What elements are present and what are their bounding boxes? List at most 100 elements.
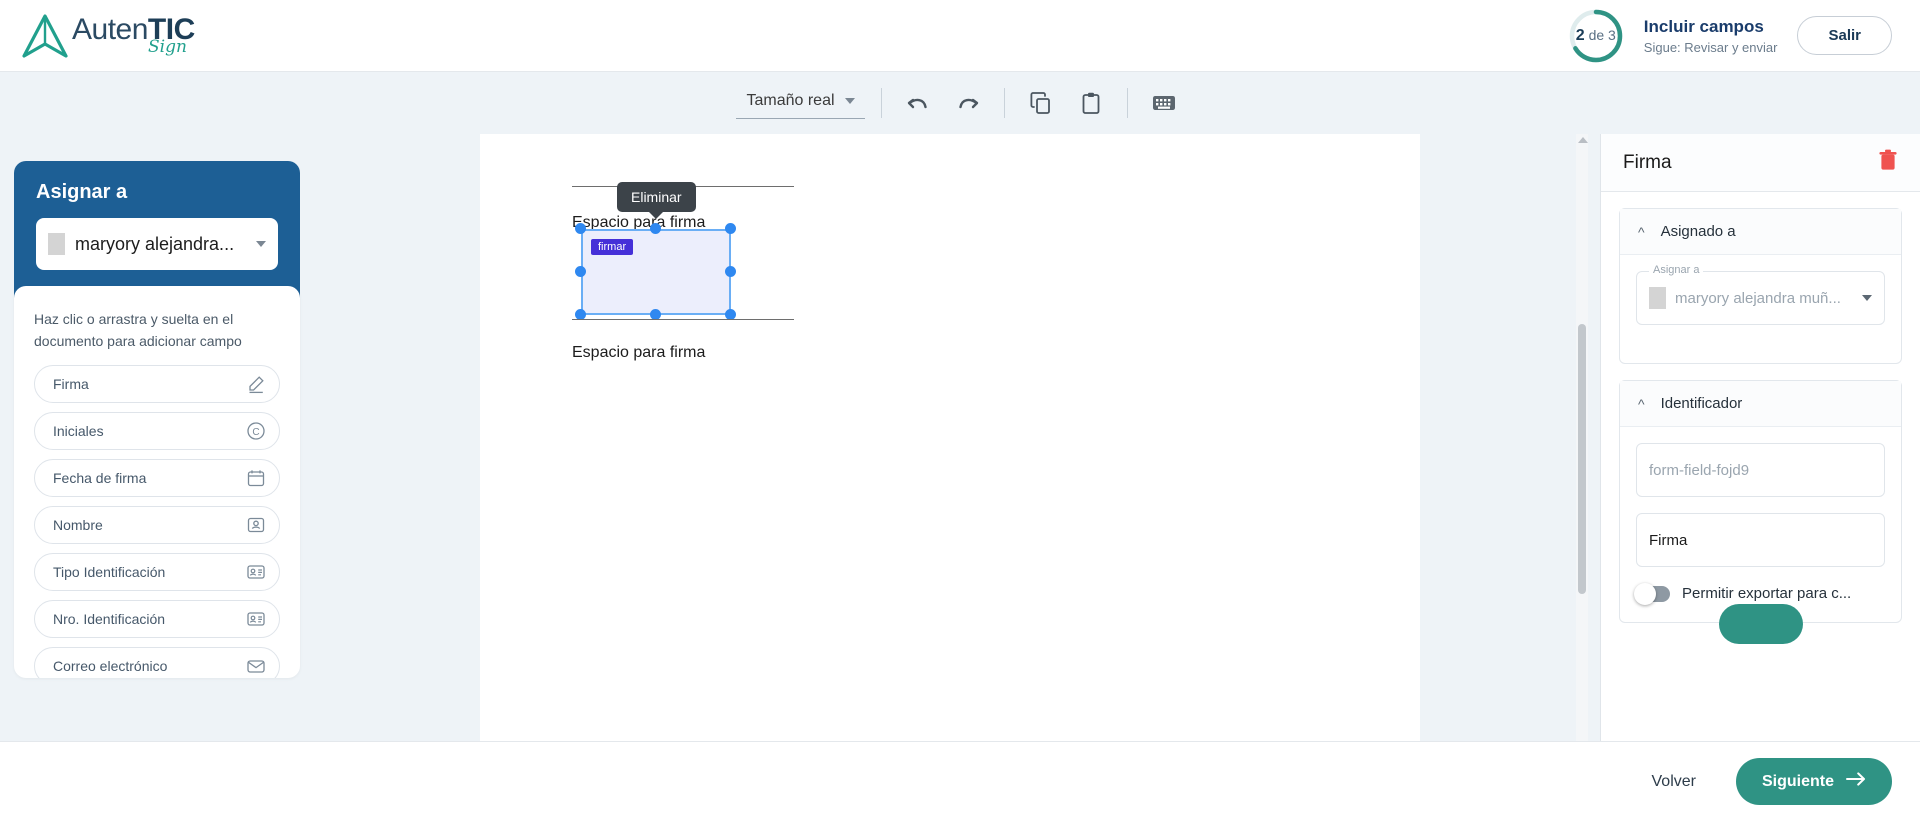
section-identificador-header[interactable]: ^ Identificador (1620, 381, 1901, 427)
pen-icon (245, 373, 267, 395)
canvas-scrollbar-thumb[interactable] (1578, 324, 1586, 594)
field-item-nombre[interactable]: Nombre (34, 505, 280, 544)
undo-button[interactable] (898, 83, 938, 123)
chevron-up-icon: ^ (1638, 223, 1645, 240)
field-item-tipo-identificacion[interactable]: Tipo Identificación (34, 552, 280, 591)
assigned-to-value: maryory alejandra muñ... (1675, 289, 1841, 307)
trash-icon[interactable] (1878, 149, 1898, 176)
toggle-knob (1634, 582, 1656, 605)
properties-header: Firma (1601, 134, 1920, 192)
properties-body: ^ Asignado a Asignar a maryory alejandra… (1601, 192, 1920, 741)
next-button[interactable]: Siguiente (1735, 758, 1892, 805)
section-title: Asignado a (1660, 223, 1736, 240)
back-button[interactable]: Volver (1623, 759, 1724, 804)
redo-button[interactable] (948, 83, 988, 123)
copy-button[interactable] (1021, 83, 1061, 123)
field-label: Nombre (53, 516, 103, 533)
field-item-nro-identificacion[interactable]: Nro. Identificación (34, 599, 280, 638)
copy-icon (1030, 92, 1050, 114)
document-label-bottom: Espacio para firma (572, 344, 706, 361)
toolbar-divider (880, 88, 882, 118)
field-label: Correo electrónico (53, 657, 168, 674)
editor-toolbar: Tamaño real (0, 72, 1920, 134)
signer-color-swatch (48, 233, 65, 255)
field-item-firma[interactable]: Firma (34, 364, 280, 403)
zoom-level-label: Tamaño real (746, 91, 835, 109)
envelope-icon (245, 655, 267, 677)
section-title: Identificador (1660, 395, 1743, 412)
export-toggle-label: Permitir exportar para c... (1682, 585, 1852, 602)
step-separator: de (1588, 26, 1605, 43)
identifier-input[interactable]: form-field-fojd9 (1636, 443, 1885, 497)
step-progress-ring: 2 de 3 (1568, 8, 1624, 64)
signature-rule-bottom (572, 319, 794, 320)
keyboard-button[interactable] (1144, 83, 1184, 123)
toolbar-divider (1003, 88, 1005, 118)
field-item-iniciales[interactable]: Iniciales C (34, 411, 280, 450)
resize-handle-nw[interactable] (575, 223, 586, 234)
logo-text-tic: TIC (147, 13, 195, 46)
field-label: Fecha de firma (53, 469, 147, 486)
document-canvas[interactable]: Espacio para firma firmar Eliminar Espac… (480, 134, 1420, 741)
assigned-to-select[interactable]: Asignar a maryory alejandra muñ... (1636, 264, 1885, 325)
circle-c-icon: C (245, 420, 267, 442)
arrow-right-icon (1846, 772, 1866, 791)
chevron-down-icon (256, 241, 266, 247)
field-label: Firma (53, 375, 89, 392)
autentic-arrow-icon (22, 13, 68, 58)
field-label: Nro. Identificación (53, 610, 166, 627)
app-header: AutenTIC Sign 2 de 3 Incluir campos Sigu… (0, 0, 1920, 72)
redo-icon (958, 98, 978, 109)
paste-button[interactable] (1071, 83, 1111, 123)
field-name-value: Firma (1649, 531, 1688, 549)
resize-handle-e[interactable] (725, 266, 736, 277)
section-identificador: ^ Identificador form-field-fojd9 Firma P… (1619, 380, 1902, 644)
section-asignado-a: ^ Asignado a Asignar a maryory alejandra… (1619, 208, 1902, 364)
field-label: Tipo Identificación (53, 563, 166, 580)
field-properties-panel: Firma ^ Asignado a (1600, 134, 1920, 741)
keyboard-icon (1152, 96, 1175, 110)
logo-text-sign: Sign (148, 37, 187, 57)
hidden-action-button[interactable] (1718, 604, 1803, 644)
next-button-label: Siguiente (1761, 772, 1834, 790)
assigned-to-label: Asignar a (1649, 264, 1704, 276)
assign-to-select[interactable]: maryory alejandra... (36, 218, 278, 270)
step-title: Incluir campos (1643, 17, 1764, 37)
field-name-input[interactable]: Firma (1636, 513, 1885, 567)
scroll-up-arrow-icon[interactable] (1578, 137, 1588, 143)
id-card-icon (245, 561, 267, 583)
zoom-level-select[interactable]: Tamaño real (736, 88, 865, 119)
resize-handle-ne[interactable] (725, 223, 736, 234)
chevron-down-icon (1862, 295, 1872, 301)
signer-color-swatch (1649, 287, 1666, 309)
fields-sidebar: Asignar a maryory alejandra... Haz clic … (14, 161, 300, 741)
svg-text:C: C (252, 427, 259, 438)
field-palette: Haz clic o arrastra y suelta en el docum… (14, 286, 300, 678)
field-palette-hint: Haz clic o arrastra y suelta en el docum… (34, 311, 242, 350)
field-label: Iniciales (53, 422, 104, 439)
export-toggle-row[interactable]: Permitir exportar para c... (1634, 582, 1885, 605)
canvas-scrollbar[interactable] (1576, 134, 1588, 741)
identifier-value: form-field-fojd9 (1649, 461, 1750, 479)
delete-tooltip: Eliminar (617, 182, 696, 219)
placed-signature-field[interactable]: firmar (581, 229, 731, 315)
section-asignado-a-header[interactable]: ^ Asignado a (1620, 209, 1901, 255)
step-total: 3 (1608, 26, 1616, 43)
field-badge-firmar: firmar (591, 239, 634, 255)
id-card-icon (245, 608, 267, 630)
logo-text-auten: Auten (72, 13, 148, 46)
resize-handle-n[interactable] (650, 223, 661, 234)
field-item-correo-electronico[interactable]: Correo electrónico (34, 646, 280, 678)
document-label-top: Espacio para firma (572, 214, 706, 231)
export-toggle[interactable] (1634, 582, 1670, 605)
brand-logo[interactable]: AutenTIC Sign (22, 13, 195, 58)
step-next-hint: Sigue: Revisar y enviar (1643, 39, 1778, 55)
step-current: 2 (1575, 26, 1585, 44)
assign-to-value: maryory alejandra... (75, 233, 235, 254)
editor-main: Asignar a maryory alejandra... Haz clic … (0, 134, 1920, 741)
exit-button[interactable]: Salir (1797, 16, 1892, 55)
field-item-fecha-firma[interactable]: Fecha de firma (34, 458, 280, 497)
resize-handle-w[interactable] (575, 266, 586, 277)
chevron-down-icon (844, 97, 855, 104)
